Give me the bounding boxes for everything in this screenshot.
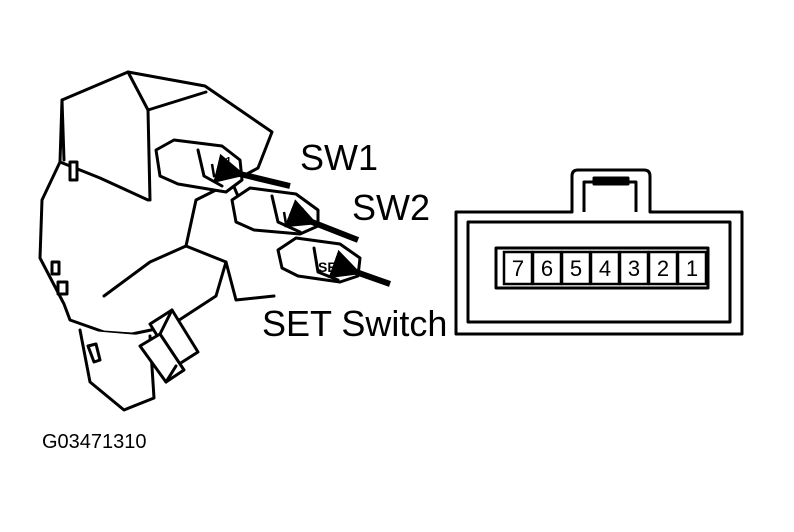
connector-pin-box <box>618 250 650 286</box>
connector-pin-box <box>531 250 563 286</box>
set-arrow-icon <box>328 249 391 287</box>
sw2-arrow-icon <box>284 199 360 243</box>
connector-pin-box <box>560 250 592 286</box>
sw1-label: SW1 <box>300 137 379 178</box>
sw2-button-number: 2 <box>296 205 305 222</box>
connector-pin-box <box>676 250 708 286</box>
switch-assembly <box>38 70 362 412</box>
connector-pin-number: 2 <box>657 256 669 281</box>
connector-pin-number: 1 <box>686 256 698 281</box>
set-button-mark: SET <box>318 259 346 275</box>
connector-pin-number: 6 <box>541 256 553 281</box>
connector-pin-number: 5 <box>570 256 582 281</box>
set-switch-label: SET Switch <box>262 303 448 344</box>
sw2-label: SW2 <box>352 187 431 228</box>
connector-pin-number: 7 <box>512 256 524 281</box>
sw1-arrow-icon <box>213 153 291 189</box>
sw1-button-number: 1 <box>224 155 233 172</box>
connector-pin-number: 3 <box>628 256 640 281</box>
connector-pin-box <box>589 250 621 286</box>
connector-pin-number: 4 <box>599 256 611 281</box>
figure-code: G03471310 <box>42 431 147 453</box>
